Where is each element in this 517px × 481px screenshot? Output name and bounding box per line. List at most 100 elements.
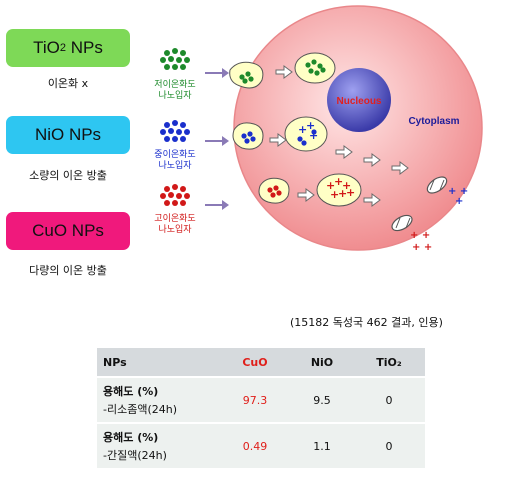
svg-text:+: +	[338, 187, 347, 200]
cell-cuo: 0.49	[219, 422, 291, 468]
svg-text:+: +	[326, 179, 335, 192]
pill-suffix: NPs	[67, 221, 104, 240]
tio2-particle-cluster	[160, 48, 190, 72]
process-arrows	[269, 65, 409, 207]
nanoparticle-dot	[184, 129, 190, 135]
cell-cuo: 97.3	[219, 376, 291, 423]
nanoparticle-dot	[160, 193, 166, 199]
svg-text:+: +	[298, 123, 307, 136]
nanoparticle-dot	[168, 192, 174, 198]
nio-released-ions: +	[455, 196, 463, 207]
nanoparticle-dot	[168, 128, 174, 134]
nanoparticle-dot	[172, 48, 178, 54]
pill-name: NiO	[34, 125, 65, 144]
nanoparticle-dot	[180, 136, 186, 142]
pill-subscript: 2	[59, 42, 67, 54]
svg-text:+: +	[334, 175, 343, 188]
tio2-caption: 이온화 x	[47, 77, 89, 90]
nanoparticle-dot	[172, 200, 178, 206]
nanoparticle-dot	[176, 193, 182, 199]
nanoparticle-dot	[176, 57, 182, 63]
nanoparticle-dot	[164, 122, 170, 128]
cuo-released-ions: + +	[410, 230, 430, 241]
nio-released-ions: + +	[448, 186, 468, 197]
svg-text:+: +	[309, 129, 318, 142]
nio-particle-label: 중이온화도 나노입자	[147, 150, 203, 172]
nanoparticle-dot	[164, 50, 170, 56]
label-line: 중이온화도	[154, 150, 196, 160]
nio-particle-cluster	[160, 120, 190, 144]
nanoparticle-dot	[180, 122, 186, 128]
nanoparticle-dot	[176, 129, 182, 135]
table-header-row: NPs CuO NiO TiO₂	[97, 348, 425, 377]
nio-vesicle-internal: + + +	[284, 116, 328, 152]
row-title: 용해도 (%)	[103, 385, 159, 398]
cell-nio: 1.1	[291, 422, 353, 468]
header-nps: NPs	[97, 348, 219, 377]
pill-suffix: NPs	[64, 125, 102, 144]
nanoparticle-dot	[180, 50, 186, 56]
nanoparticle-dot	[164, 186, 170, 192]
nio-caption: 소량의 이온 방출	[29, 169, 107, 182]
cell-nio: 9.5	[291, 376, 353, 423]
cell-tio2: 0	[353, 376, 425, 423]
svg-text:+: +	[306, 119, 315, 132]
header-nio: NiO	[291, 348, 353, 377]
table-row: 용해도 (%) -리소좀액(24h) 97.3 9.5 0	[97, 376, 425, 423]
table-row: 용해도 (%) -간질액(24h) 0.49 1.1 0	[97, 422, 425, 468]
nanoparticle-dot	[184, 193, 190, 199]
nucleus	[327, 68, 391, 132]
uptake-arrow	[205, 136, 229, 146]
cuo-vesicle-entry	[258, 177, 290, 204]
row-subtitle: -리소좀액(24h)	[103, 403, 178, 416]
cell-illustration: Nucleous Cytoplasm + + + + + + + +	[229, 5, 483, 253]
tio2-vesicle-entry	[229, 61, 264, 89]
nanoparticle-dot	[164, 64, 170, 70]
uptake-arrow	[205, 200, 229, 210]
nanoparticle-dot	[172, 136, 178, 142]
cytoplasm-label: Cytoplasm	[408, 116, 459, 127]
nanoparticle-dot	[164, 136, 170, 142]
cuo-exit-vesicle	[391, 214, 413, 232]
nio-vesicle-entry	[232, 122, 264, 150]
row-subtitle: -간질액(24h)	[103, 449, 167, 462]
cuo-np-pill: CuO NPs	[6, 212, 130, 250]
cuo-vesicle-internal: + + + + + +	[316, 173, 362, 207]
row-label: 용해도 (%) -간질액(24h)	[97, 422, 219, 468]
svg-text:+: +	[330, 188, 339, 201]
pill-suffix: NPs	[66, 38, 103, 57]
nio-exit-vesicle	[426, 176, 448, 194]
nanoparticle-dot	[180, 186, 186, 192]
nio-np-pill: NiO NPs	[6, 116, 130, 154]
pill-name: TiO	[33, 38, 60, 57]
label-line: 나노입자	[158, 225, 192, 235]
cuo-caption: 다량의 이온 방출	[29, 264, 107, 277]
label-line: 고이온화도	[154, 214, 196, 224]
row-label: 용해도 (%) -리소좀액(24h)	[97, 376, 219, 423]
header-tio2: TiO₂	[353, 348, 425, 377]
svg-text:+: +	[342, 179, 351, 192]
tio2-vesicle-internal	[294, 52, 336, 84]
nanoparticle-dot	[172, 64, 178, 70]
nanoparticle-dot	[160, 57, 166, 63]
label-line: 저이온화도	[154, 80, 196, 90]
header-cuo: CuO	[219, 348, 291, 377]
cuo-released-ions: + +	[412, 242, 432, 253]
nucleus-label: Nucleous	[336, 96, 381, 107]
nanoparticle-dot	[172, 120, 178, 126]
uptake-arrow	[205, 68, 229, 78]
nanoparticle-dot	[160, 129, 166, 135]
source-note: (15182 독성국 462 결과, 인용)	[290, 316, 443, 329]
cuo-particle-cluster	[160, 184, 190, 208]
solubility-table: NPs CuO NiO TiO₂ 용해도 (%) -리소좀액(24h) 97.3…	[97, 348, 425, 468]
cuo-particle-label: 고이온화도 나노입자	[147, 214, 203, 236]
svg-text:+: +	[346, 186, 355, 199]
nanoparticle-dot	[164, 200, 170, 206]
label-line: 나노입자	[158, 91, 192, 101]
pill-name: CuO	[32, 221, 68, 240]
nanoparticle-dot	[180, 64, 186, 70]
nanoparticle-dot	[180, 200, 186, 206]
nanoparticle-dot	[168, 56, 174, 62]
row-title: 용해도 (%)	[103, 431, 159, 444]
